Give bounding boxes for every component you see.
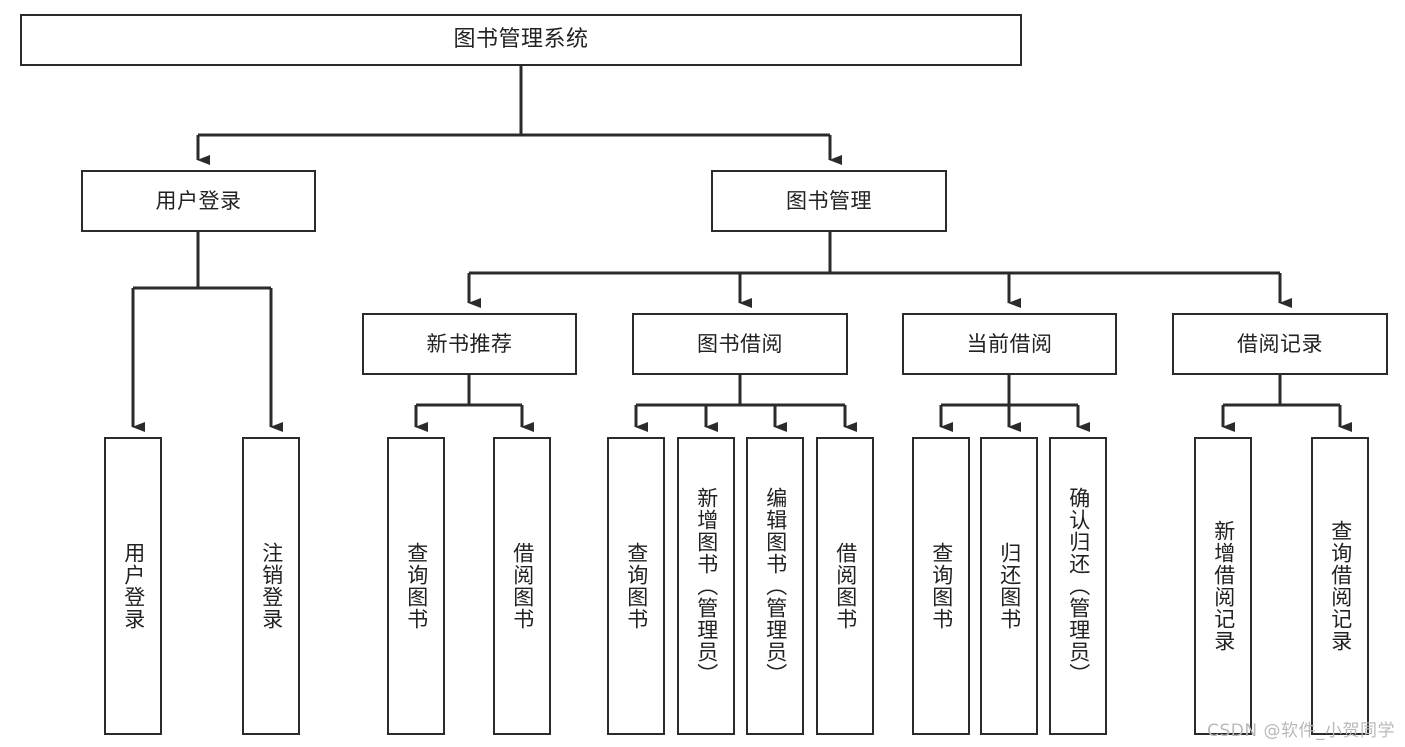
leaf-record-query-borrow-record[interactable]: 查询借阅记录: [1311, 437, 1369, 735]
leaf-newbook-borrow-book[interactable]: 借阅图书: [493, 437, 551, 735]
leaf-current-return-book[interactable]: 归还图书: [980, 437, 1038, 735]
node-label: 查询图书: [929, 542, 954, 630]
leaf-borrow-query-book[interactable]: 查询图书: [607, 437, 665, 735]
node-borrow-record[interactable]: 借阅记录: [1172, 313, 1388, 375]
node-label: 查询图书: [404, 542, 429, 630]
node-label: 查询图书: [624, 542, 649, 630]
node-label: 图书管理系统: [453, 27, 589, 53]
node-label: 新增图书（管理员）: [694, 487, 719, 685]
node-label: 新书推荐: [426, 331, 513, 356]
leaf-current-query-book[interactable]: 查询图书: [912, 437, 970, 735]
node-label: 新增借阅记录: [1211, 520, 1236, 652]
leaf-borrow-edit-book-admin[interactable]: 编辑图书（管理员）: [746, 437, 804, 735]
node-current-borrow[interactable]: 当前借阅: [902, 313, 1117, 375]
node-new-book-recommend[interactable]: 新书推荐: [362, 313, 577, 375]
node-label: 用户登录: [155, 188, 242, 213]
node-label: 用户登录: [121, 542, 146, 630]
node-label: 归还图书: [997, 542, 1022, 630]
leaf-borrow-add-book-admin[interactable]: 新增图书（管理员）: [677, 437, 735, 735]
leaf-borrow-borrow-book[interactable]: 借阅图书: [816, 437, 874, 735]
node-label: 借阅图书: [510, 542, 535, 630]
csdn-watermark: CSDN @软件_小贺同学: [1207, 721, 1395, 741]
node-label: 当前借阅: [966, 331, 1053, 356]
node-root-system[interactable]: 图书管理系统: [20, 14, 1022, 66]
node-label: 确认归还（管理员）: [1066, 487, 1091, 685]
node-label: 注销登录: [259, 542, 284, 630]
node-book-borrow[interactable]: 图书借阅: [632, 313, 848, 375]
node-label: 图书管理: [786, 188, 872, 213]
node-book-management[interactable]: 图书管理: [711, 170, 947, 232]
node-label: 借阅图书: [833, 542, 858, 630]
leaf-current-confirm-return-admin[interactable]: 确认归还（管理员）: [1049, 437, 1107, 735]
leaf-newbook-query-book[interactable]: 查询图书: [387, 437, 445, 735]
node-label: 借阅记录: [1237, 331, 1323, 356]
leaf-record-add-borrow-record[interactable]: 新增借阅记录: [1194, 437, 1252, 735]
node-user-login[interactable]: 用户登录: [81, 170, 316, 232]
node-label: 图书借阅: [697, 331, 783, 356]
leaf-user-login[interactable]: 用户登录: [104, 437, 162, 735]
node-label: 编辑图书（管理员）: [763, 487, 788, 685]
node-label: 查询借阅记录: [1328, 520, 1353, 652]
leaf-logout[interactable]: 注销登录: [242, 437, 300, 735]
